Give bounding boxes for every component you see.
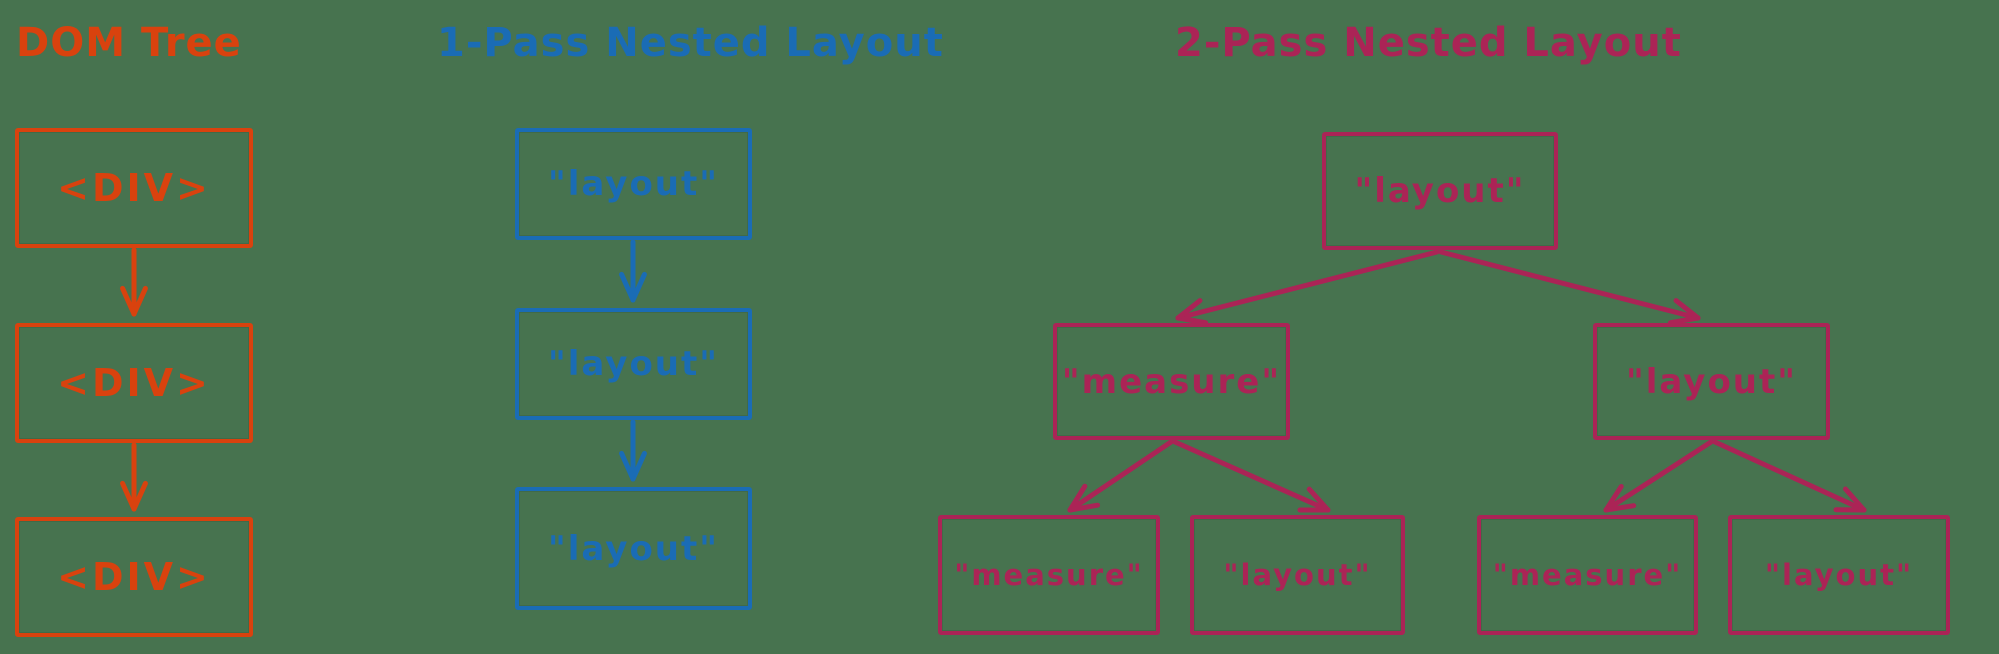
one-pass-node-1: "layout" bbox=[515, 128, 752, 240]
two-pass-measure-node: "measure" bbox=[1053, 323, 1290, 440]
arrow-onepass-1-2 bbox=[619, 239, 647, 303]
dom-tree-title: DOM Tree bbox=[16, 20, 242, 66]
arrow-onepass-2-3 bbox=[619, 419, 647, 482]
node-label: "layout" bbox=[1223, 558, 1372, 592]
node-label: <DIV> bbox=[57, 166, 211, 210]
arrow-measure-leaf1 bbox=[1067, 439, 1174, 513]
arrow-dom-2-3 bbox=[120, 442, 148, 512]
two-pass-leaf-layout-2: "layout" bbox=[1728, 515, 1950, 635]
two-pass-leaf-measure-1: "measure" bbox=[938, 515, 1160, 635]
node-label: "layout" bbox=[1764, 558, 1914, 592]
node-label: "measure" bbox=[1492, 558, 1683, 592]
two-pass-title: 2-Pass Nested Layout bbox=[1175, 20, 1682, 66]
arrow-root-measure bbox=[1175, 249, 1440, 326]
node-label: "measure" bbox=[1061, 361, 1282, 402]
node-label: <DIV> bbox=[57, 361, 211, 405]
node-label: "measure" bbox=[954, 558, 1144, 592]
two-pass-layout-node: "layout" bbox=[1593, 323, 1830, 440]
node-label: <DIV> bbox=[57, 555, 211, 599]
node-label: "layout" bbox=[548, 344, 719, 384]
two-pass-root-node: "layout" bbox=[1322, 132, 1558, 250]
arrow-layout-leaf3 bbox=[1603, 439, 1714, 513]
arrow-layout-leaf4 bbox=[1712, 439, 1867, 513]
one-pass-node-3: "layout" bbox=[515, 487, 752, 610]
node-label: "layout" bbox=[1626, 361, 1797, 402]
node-label: "layout" bbox=[548, 528, 719, 569]
one-pass-node-2: "layout" bbox=[515, 308, 752, 420]
dom-tree-node-1: <DIV> bbox=[15, 128, 253, 248]
arrow-root-layout bbox=[1438, 249, 1701, 326]
dom-tree-node-3: <DIV> bbox=[15, 517, 253, 637]
arrow-measure-leaf2 bbox=[1172, 439, 1331, 513]
node-label: "layout" bbox=[1354, 171, 1526, 211]
two-pass-leaf-layout-1: "layout" bbox=[1190, 515, 1405, 635]
node-label: "layout" bbox=[548, 164, 719, 204]
two-pass-leaf-measure-2: "measure" bbox=[1477, 515, 1698, 635]
dom-tree-node-2: <DIV> bbox=[15, 323, 253, 443]
arrow-dom-1-2 bbox=[120, 247, 148, 317]
one-pass-title: 1-Pass Nested Layout bbox=[437, 20, 944, 66]
